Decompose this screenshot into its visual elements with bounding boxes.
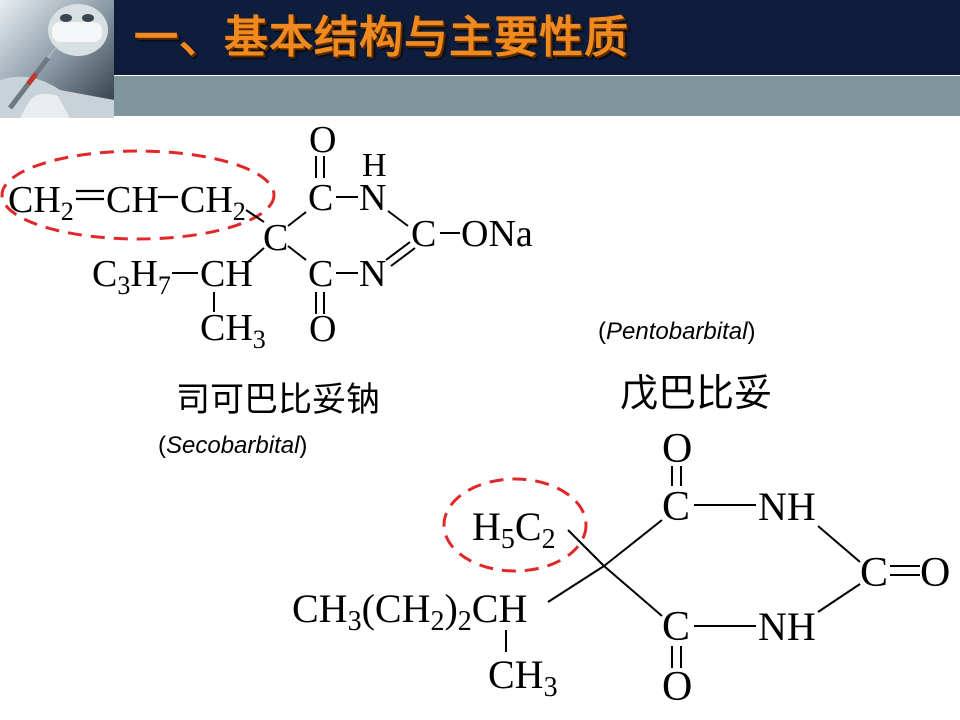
c-carbonyl-bottom-atom: C bbox=[662, 604, 690, 650]
h-atom: H bbox=[362, 147, 387, 184]
pentobarbital-en-name: (Pentobarbital) bbox=[598, 318, 756, 345]
pentobarbital-cn-name: 戊巴比妥 bbox=[620, 371, 773, 415]
svg-text:CH: CH bbox=[106, 179, 159, 221]
subheader-band bbox=[110, 76, 960, 116]
c-carbonyl-top-atom: C bbox=[308, 177, 333, 219]
c-carbonyl-top-atom: C bbox=[662, 484, 690, 530]
pentyl-branch: CH3(CH2)2CH bbox=[292, 586, 527, 637]
doctor-syringe-photo bbox=[0, 0, 114, 118]
ethyl-group: H5C2 bbox=[472, 504, 556, 555]
allyl-highlight-ellipse bbox=[0, 149, 276, 241]
n-top-atom: N bbox=[359, 177, 386, 219]
slide-title: 一、基本结构与主要性质 bbox=[134, 12, 629, 63]
ethyl-highlight-ellipse bbox=[442, 477, 588, 573]
c-center-atom: C bbox=[263, 217, 288, 259]
header-band bbox=[0, 0, 960, 76]
ona-group: ONa bbox=[461, 213, 533, 255]
methyl-group: CH3 bbox=[488, 652, 558, 703]
propyl-group: C3H7 bbox=[92, 253, 171, 300]
c-right-atom: C bbox=[411, 213, 436, 255]
o-top-atom: O bbox=[309, 119, 336, 161]
c-carbonyl-bottom-atom: C bbox=[308, 253, 333, 295]
c-right-atom: C bbox=[860, 550, 888, 596]
o-bottom-atom: O bbox=[309, 308, 336, 350]
secobarbital-cn-name: 司可巴比妥钠 bbox=[176, 380, 380, 420]
n-bottom-atom: N bbox=[359, 253, 386, 295]
header-divider bbox=[110, 75, 960, 76]
nh-bottom-atom: NH bbox=[758, 604, 816, 649]
o-top-atom: O bbox=[662, 426, 692, 472]
o-right-atom: O bbox=[920, 550, 950, 596]
svg-text:CH2: CH2 bbox=[8, 179, 74, 226]
nh-top-atom: NH bbox=[758, 484, 816, 529]
secobarbital-en-label: Secobarbital bbox=[166, 432, 300, 459]
o-bottom-atom: O bbox=[662, 664, 692, 710]
ch-branch-atom: CH bbox=[200, 253, 253, 295]
pentobarbital-en-label: Pentobarbital bbox=[606, 318, 748, 345]
methyl-group: CH3 bbox=[200, 307, 266, 354]
secobarbital-en-name: (Secobarbital) bbox=[158, 432, 308, 459]
